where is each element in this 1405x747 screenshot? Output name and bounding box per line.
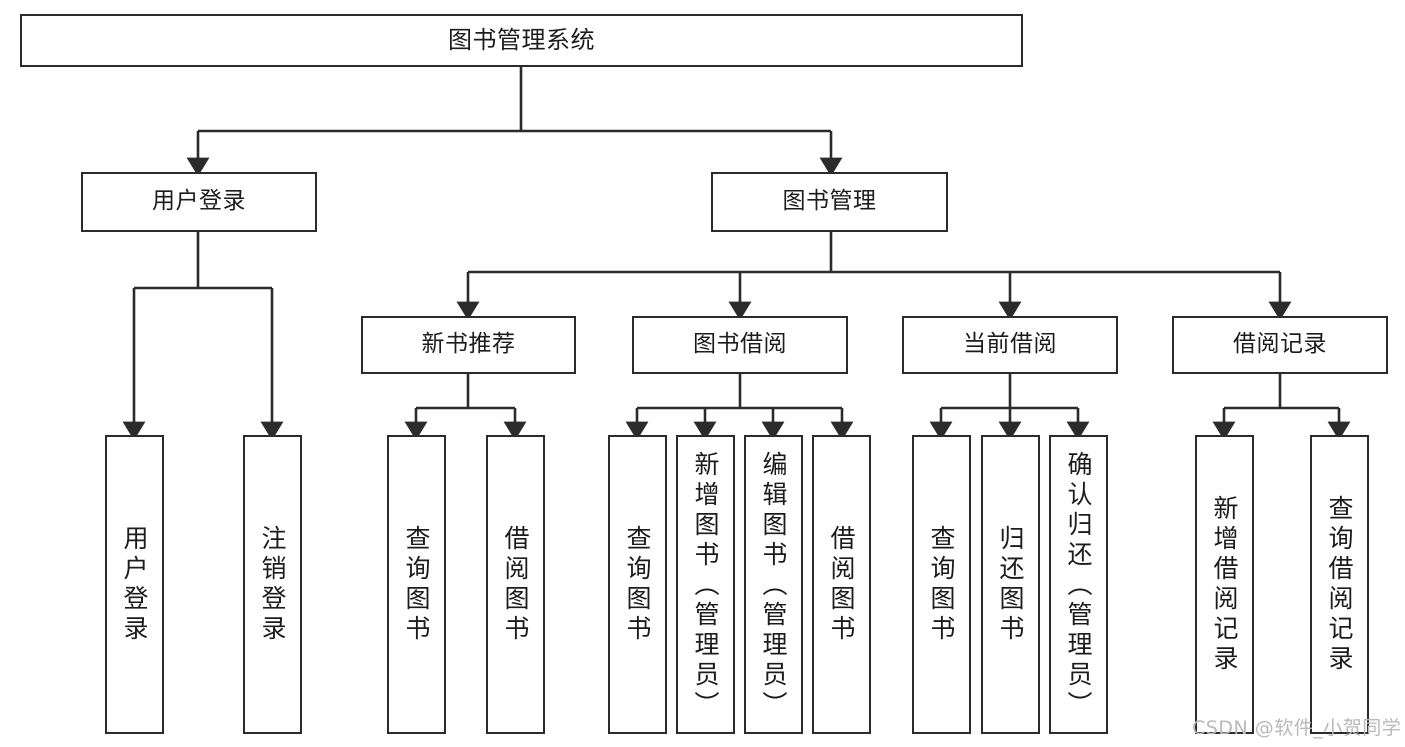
node-label: 编辑图书（管理员） xyxy=(759,450,788,721)
node-label: 新增图书（管理员） xyxy=(691,450,720,721)
node-current-borrow[interactable]: 当前借阅 xyxy=(902,316,1118,374)
node-label: 归还图书 xyxy=(996,524,1025,645)
node-label: 借阅记录 xyxy=(1233,331,1327,358)
leaf-user-login-logout[interactable]: 注销登录 xyxy=(243,435,302,734)
node-label: 确认归还（管理员） xyxy=(1064,450,1093,721)
node-label: 新增借阅记录 xyxy=(1210,494,1239,675)
node-book-management[interactable]: 图书管理 xyxy=(711,172,948,232)
leaf-record-add-record[interactable]: 新增借阅记录 xyxy=(1195,435,1254,734)
leaf-borrow-query-book[interactable]: 查询图书 xyxy=(608,435,667,734)
node-label: 图书借阅 xyxy=(693,331,787,358)
node-user-login[interactable]: 用户登录 xyxy=(81,172,317,232)
node-label: 图书管理 xyxy=(782,188,877,215)
node-new-book-recommend[interactable]: 新书推荐 xyxy=(361,316,576,374)
node-label: 注销登录 xyxy=(258,524,287,645)
leaf-user-login-login[interactable]: 用户登录 xyxy=(105,435,164,734)
node-label: 查询借阅记录 xyxy=(1325,494,1354,675)
leaf-borrow-edit-book-admin[interactable]: 编辑图书（管理员） xyxy=(744,435,803,734)
leaf-current-return-book[interactable]: 归还图书 xyxy=(981,435,1040,734)
node-label: 借阅图书 xyxy=(501,524,530,645)
leaf-recommend-borrow-book[interactable]: 借阅图书 xyxy=(486,435,545,734)
node-root-book-management-system[interactable]: 图书管理系统 xyxy=(20,14,1023,67)
node-label: 新书推荐 xyxy=(421,331,516,358)
leaf-record-query-record[interactable]: 查询借阅记录 xyxy=(1310,435,1369,734)
node-label: 图书管理系统 xyxy=(448,26,595,55)
node-label: 当前借阅 xyxy=(963,331,1057,358)
leaf-current-query-book[interactable]: 查询图书 xyxy=(912,435,971,734)
node-borrow-record[interactable]: 借阅记录 xyxy=(1172,316,1388,374)
leaf-current-confirm-return-admin[interactable]: 确认归还（管理员） xyxy=(1049,435,1108,734)
node-label: 查询图书 xyxy=(927,524,956,645)
leaf-borrow-add-book-admin[interactable]: 新增图书（管理员） xyxy=(676,435,735,734)
leaf-borrow-borrow-book[interactable]: 借阅图书 xyxy=(812,435,871,734)
node-label: 查询图书 xyxy=(402,524,431,645)
node-label: 用户登录 xyxy=(120,524,149,645)
node-label: 查询图书 xyxy=(623,524,652,645)
node-book-borrow[interactable]: 图书借阅 xyxy=(632,316,848,374)
node-label: 借阅图书 xyxy=(827,524,856,645)
node-label: 用户登录 xyxy=(152,188,246,215)
leaf-recommend-query-book[interactable]: 查询图书 xyxy=(387,435,446,734)
